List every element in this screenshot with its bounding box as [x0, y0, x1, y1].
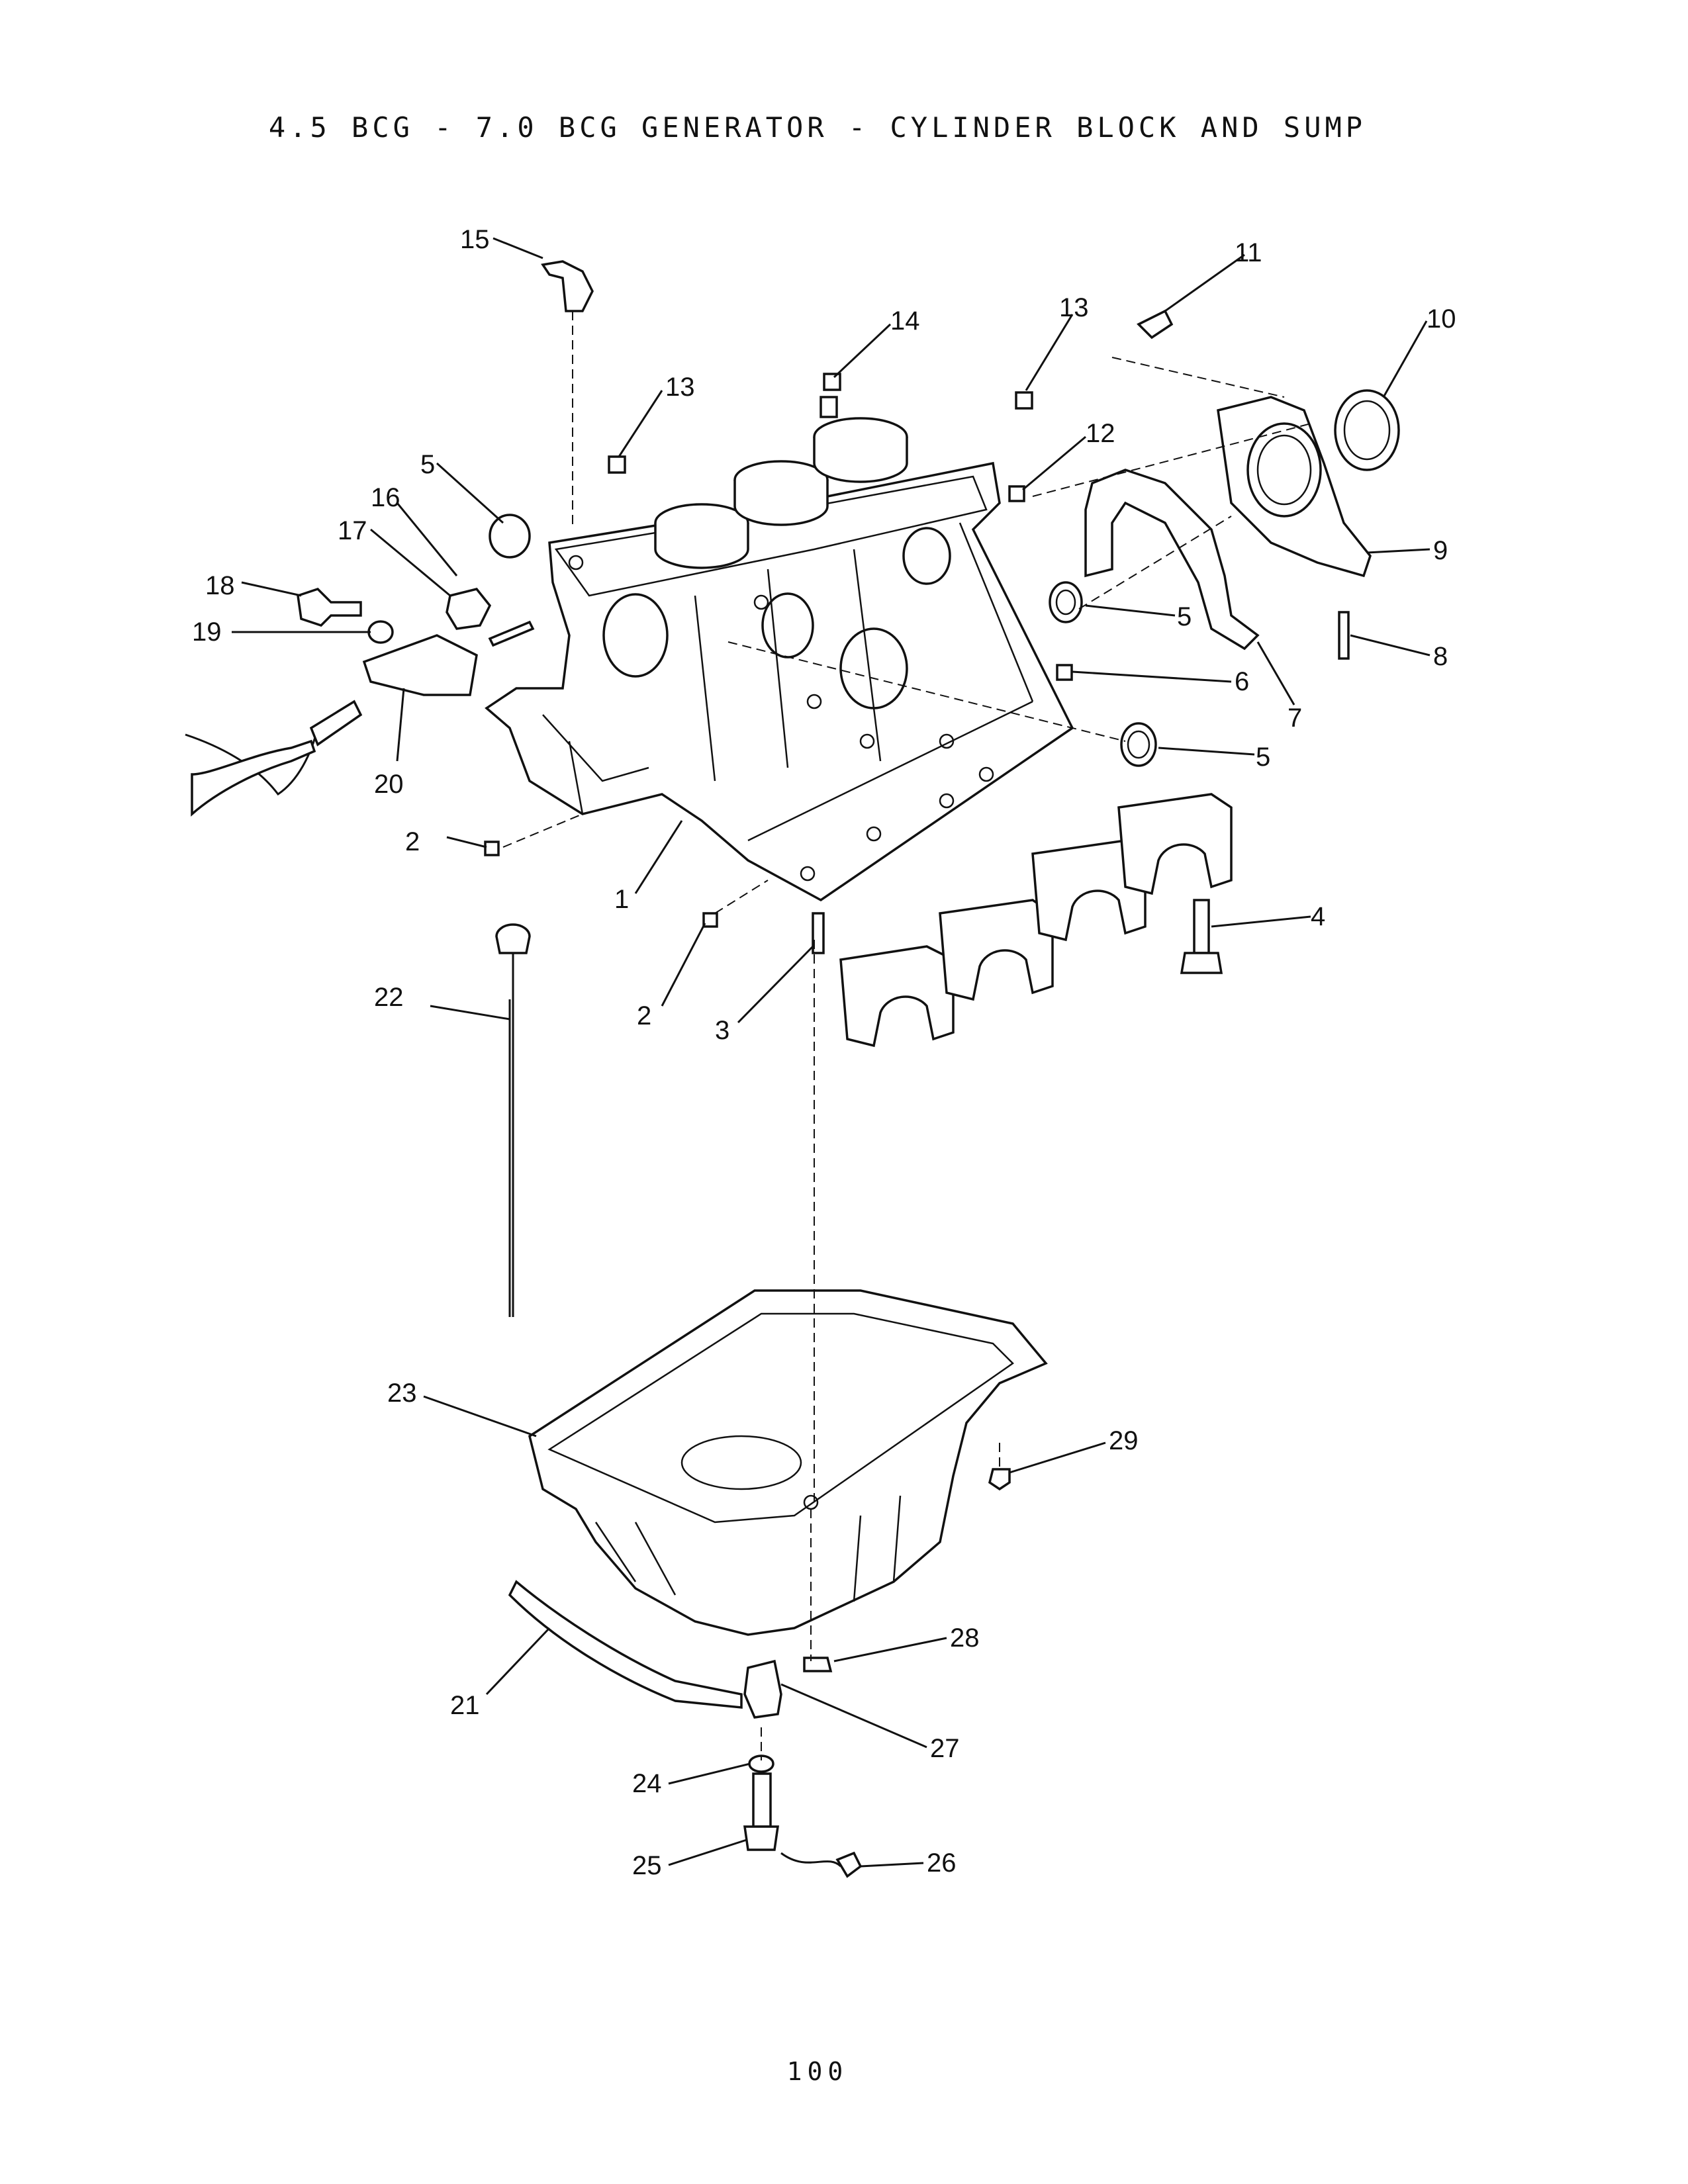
callout-16: 16 — [371, 483, 400, 512]
seals — [489, 514, 1157, 767]
callout-8: 8 — [1433, 642, 1448, 671]
callout-4: 4 — [1311, 902, 1325, 931]
oil-hose-upper — [185, 700, 363, 817]
callout-15: 15 — [460, 225, 490, 254]
callout-9: 9 — [1433, 536, 1448, 565]
lower-fittings — [508, 1468, 1011, 1878]
callout-2b: 2 — [637, 1001, 651, 1030]
callout-5-low: 5 — [1256, 743, 1270, 772]
rear-seal-housing — [1084, 389, 1400, 651]
callout-21: 21 — [450, 1691, 480, 1720]
callout-5-mid: 5 — [1177, 602, 1192, 631]
callout-5-top: 5 — [420, 450, 435, 479]
main-bearing-caps — [839, 793, 1233, 1048]
callout-13b: 13 — [1059, 293, 1089, 322]
callout-11: 11 — [1235, 238, 1262, 267]
page-title: 4.5 BCG - 7.0 BCG GENERATOR - CYLINDER B… — [268, 111, 1367, 144]
callout-29: 29 — [1109, 1426, 1139, 1455]
dipstick — [495, 923, 531, 1317]
callout-3: 3 — [715, 1016, 729, 1045]
callout-20: 20 — [374, 770, 404, 799]
oil-sump — [528, 1289, 1048, 1636]
callout-7: 7 — [1288, 704, 1302, 733]
leader-lines — [232, 237, 1430, 1868]
callout-2a: 2 — [405, 827, 420, 856]
callout-13a: 13 — [665, 373, 695, 402]
callout-25: 25 — [632, 1851, 662, 1880]
callout-labels: 15 14 13 13 11 10 12 5 16 17 18 19 20 2 … — [192, 225, 1456, 1880]
callout-23: 23 — [387, 1379, 417, 1408]
assembly-lines — [502, 311, 1311, 1760]
cylinder-block — [485, 396, 1074, 902]
callout-14: 14 — [890, 306, 920, 336]
callout-24: 24 — [632, 1769, 662, 1798]
callout-1: 1 — [614, 885, 629, 914]
small-fasteners — [297, 260, 1350, 974]
callout-18: 18 — [205, 571, 235, 600]
callout-27: 27 — [930, 1734, 960, 1763]
callout-12: 12 — [1086, 419, 1115, 448]
callout-22: 22 — [374, 983, 404, 1012]
page-number: 100 — [786, 2057, 849, 2086]
callout-28: 28 — [950, 1623, 980, 1653]
callout-17: 17 — [338, 516, 367, 545]
callout-6: 6 — [1235, 667, 1249, 696]
callout-26: 26 — [927, 1848, 957, 1878]
callout-10: 10 — [1427, 304, 1456, 334]
callout-19: 19 — [192, 617, 222, 647]
